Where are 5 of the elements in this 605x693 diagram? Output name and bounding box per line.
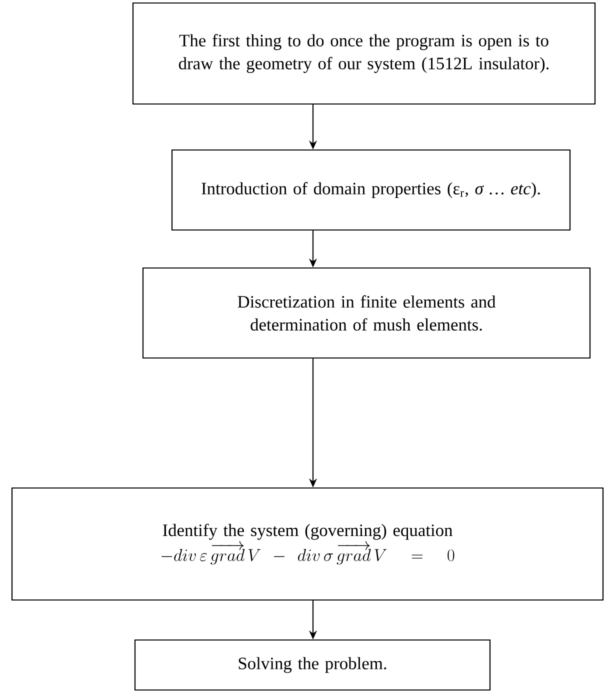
process-box: Solving the problem. — [134, 639, 491, 691]
process-box: Identify the system (governing) equation $-div\,\varepsilon\,\overrightarrow{grad}\,V - div\,\sigma\,\overrightarrow{grad}\,V = 0$ — [11, 487, 604, 601]
process-box: Introduction of domain properties (ε$_{r}$, σ … etc). — [171, 149, 571, 231]
process-box: Discretization in finite elements and determination of mush elements. — [142, 267, 591, 359]
process-box: The first thing to do once the program is open is to draw the geometry of our system (1512L insulator). — [132, 2, 596, 105]
